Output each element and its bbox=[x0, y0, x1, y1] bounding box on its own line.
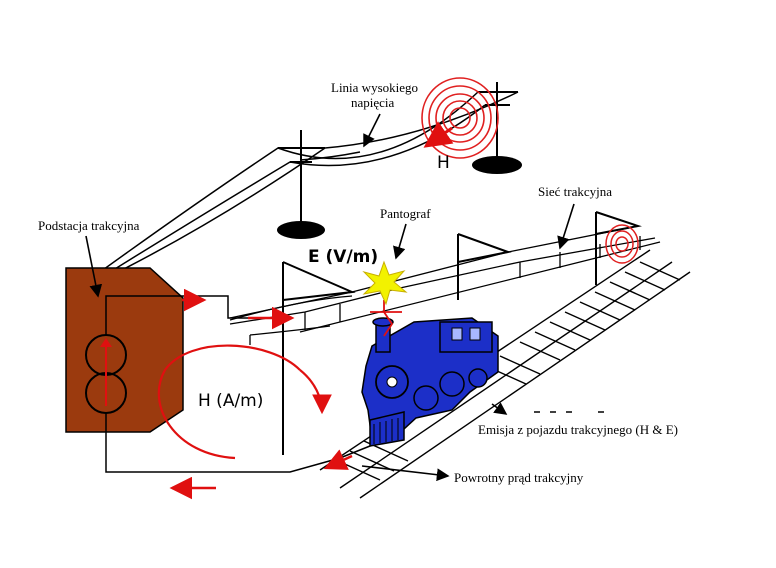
catenary-pointer bbox=[557, 203, 575, 250]
locomotive bbox=[361, 317, 499, 447]
emission-label: Emisja z pojazdu trakcyjnego (H & E) bbox=[478, 422, 678, 437]
substation-label: Podstacja trakcyjna bbox=[38, 218, 140, 233]
spark-icon bbox=[362, 260, 408, 306]
hv-field-h-symbol: H bbox=[437, 153, 450, 173]
pantograph bbox=[370, 300, 402, 337]
hv-field-rings bbox=[421, 77, 499, 159]
catenary-field-rings bbox=[605, 224, 639, 264]
traction-circuit bbox=[105, 295, 381, 473]
return-current-label: Powrotny prąd trakcyjny bbox=[454, 470, 584, 485]
return-current-pointer bbox=[361, 465, 450, 482]
hv-line-wires bbox=[99, 91, 519, 273]
pantograph-label: Pantograf bbox=[380, 206, 431, 221]
hv-field-arrow bbox=[423, 121, 454, 148]
hv-line-label-line2: napięcia bbox=[351, 95, 395, 110]
e-field-label: E (V/m) bbox=[308, 247, 378, 267]
substation bbox=[65, 267, 184, 433]
substation-pointer bbox=[85, 235, 103, 298]
pantograph-pointer bbox=[393, 223, 407, 260]
catenary-label: Sieć trakcyjna bbox=[538, 184, 612, 199]
hv-line-pointer bbox=[363, 113, 381, 148]
hv-pole-left bbox=[277, 130, 325, 239]
current-arrows bbox=[169, 288, 353, 500]
hv-line-label-line1: Linia wysokiego bbox=[331, 80, 418, 95]
emission-pointer bbox=[491, 402, 508, 415]
h-field-label: H (A/m) bbox=[198, 391, 263, 411]
h-field-loop bbox=[157, 344, 301, 460]
